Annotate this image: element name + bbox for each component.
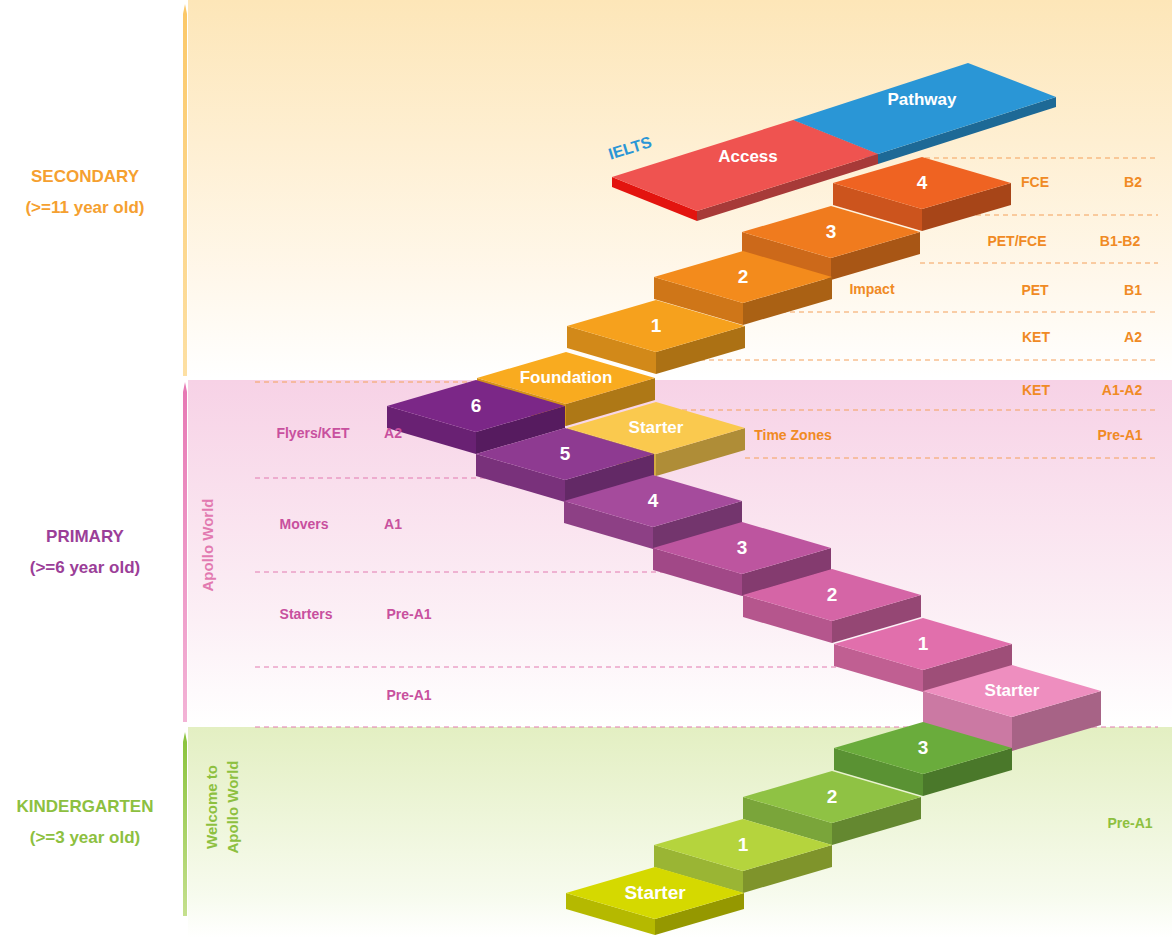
level-label: B2 (1124, 174, 1142, 191)
step-face (566, 867, 744, 919)
step-face (654, 251, 832, 303)
step-label: 3 (918, 737, 929, 759)
step-label: Starter (985, 681, 1040, 701)
primary-band (188, 380, 1172, 726)
step-face (387, 380, 565, 432)
level-label: (>=3 year old) (30, 828, 141, 848)
step-label: 1 (918, 633, 929, 655)
step-face (567, 300, 745, 352)
level-label: B1 (1124, 282, 1142, 299)
step-face (743, 569, 921, 621)
bar-tip (183, 4, 187, 14)
kindergarten-bar (183, 742, 187, 916)
level-label: A2 (1124, 329, 1142, 346)
level-label: B1-B2 (1100, 233, 1140, 250)
step-label: 3 (737, 537, 748, 559)
level-label: Pre-A1 (1107, 815, 1152, 832)
level-label: KET (1022, 329, 1050, 346)
level-label: FCE (1021, 174, 1049, 191)
level-label: Impact (849, 281, 894, 298)
step-face (653, 522, 831, 574)
secondary-band (188, 0, 1172, 378)
step-face (923, 665, 1101, 717)
step-label: 2 (738, 266, 749, 288)
level-label: (>=11 year old) (25, 198, 144, 218)
step-label: 4 (648, 490, 659, 512)
step-face (476, 428, 654, 480)
level-label: Welcome to Apollo World (201, 752, 243, 862)
level-label: A1-A2 (1102, 382, 1142, 399)
level-label: Time Zones (754, 427, 832, 444)
level-label: A2 (384, 425, 402, 442)
kindergarten-band (188, 727, 1172, 938)
level-label: KET (1022, 382, 1050, 399)
bar-tip (183, 732, 187, 742)
level-label: PRIMARY (46, 527, 124, 547)
bar-tip (183, 382, 187, 392)
step-label: 6 (471, 395, 482, 417)
level-label: Pre-A1 (386, 687, 431, 704)
level-label: IELTS (606, 132, 654, 163)
level-label: A1 (384, 516, 402, 533)
secondary-bar (183, 14, 187, 376)
stair-step: Starter (566, 867, 744, 935)
level-label: Starters (280, 606, 333, 623)
step-face (743, 771, 921, 823)
step-face (742, 206, 920, 258)
step-face (834, 618, 1012, 670)
step-label: Access (718, 147, 778, 167)
level-label: Pre-A1 (386, 606, 431, 623)
level-label: Movers (279, 516, 328, 533)
level-label: (>=6 year old) (30, 558, 141, 578)
step-label: 2 (827, 584, 838, 606)
step-face (834, 722, 1012, 774)
step-label: Starter (624, 882, 685, 904)
step-face (833, 157, 1011, 209)
step-label: 2 (827, 786, 838, 808)
step-label: 1 (651, 315, 662, 337)
step-label: 1 (738, 834, 749, 856)
step-label: 5 (560, 443, 571, 465)
primary-bar (183, 392, 187, 722)
level-label: PET/FCE (987, 233, 1046, 250)
level-label: SECONDARY (31, 167, 139, 187)
step-label: Foundation (520, 368, 613, 388)
level-label: PET (1021, 282, 1048, 299)
step-label: Starter (629, 418, 684, 438)
step-label: 4 (917, 172, 928, 194)
level-label: Pre-A1 (1097, 427, 1142, 444)
step-label: Pathway (888, 90, 957, 110)
step-label: 3 (826, 221, 837, 243)
level-label: Apollo World (199, 498, 217, 591)
level-label: KINDERGARTEN (17, 797, 154, 817)
level-lines (255, 478, 1158, 727)
step-face (564, 475, 742, 527)
step-face (654, 819, 832, 871)
level-label: Flyers/KET (276, 425, 349, 442)
